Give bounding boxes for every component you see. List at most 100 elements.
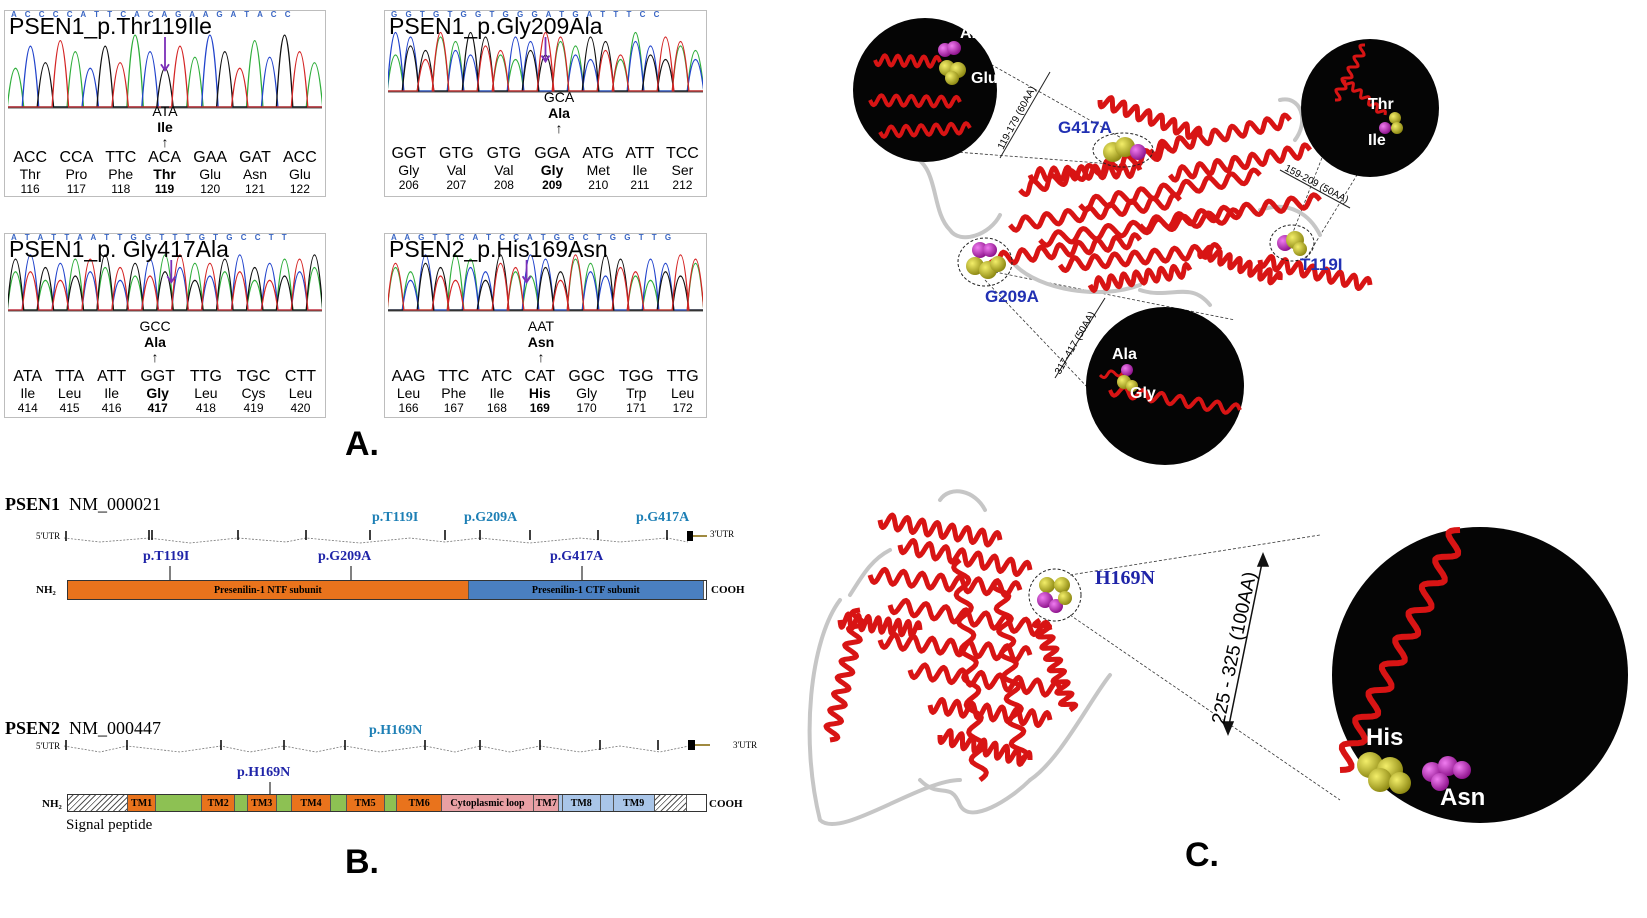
helix-ribbon xyxy=(1148,112,1292,158)
panel-a-label: A. xyxy=(345,425,379,463)
reference-sequence: A C C C C A T T C A C A G A A G A T A C … xyxy=(11,10,294,19)
trace-line xyxy=(8,40,322,108)
domain-segment: TM8 xyxy=(562,795,601,811)
codon-cell: Met xyxy=(586,162,610,178)
codon-cell: 207 xyxy=(446,178,467,192)
psen1-c-terminus: COOH xyxy=(711,584,745,596)
codon-cell: TTC xyxy=(438,368,470,385)
codon-cell: Leu xyxy=(194,385,218,401)
codon-cell: Glu xyxy=(288,166,311,182)
codon-cell: ATG xyxy=(582,145,615,162)
codon-cell: 209 xyxy=(542,178,563,192)
helix-ribbon xyxy=(1097,95,1203,140)
helix-ribbon xyxy=(1087,262,1193,293)
domain-segment: Presenilin-1 CTF subunit xyxy=(468,581,704,599)
coil-backbone xyxy=(908,97,1322,307)
codon-cell: Gly xyxy=(576,385,598,401)
codon-cell: 417 xyxy=(147,401,168,415)
trace-line xyxy=(8,254,322,311)
zoom-balls-t119i xyxy=(1379,112,1403,134)
codon-cell: ACC xyxy=(282,149,317,166)
helix-ribbon xyxy=(907,662,1063,698)
codon-cell: ACA xyxy=(148,149,182,166)
zoom-helix xyxy=(1338,527,1462,773)
domain-segment xyxy=(654,795,687,811)
helix-ribbon xyxy=(1257,254,1373,291)
codon-cell: Gly xyxy=(398,162,420,178)
codon-cell: 120 xyxy=(200,182,221,196)
zoom-label-ala: Ala xyxy=(960,25,985,42)
codon-cell: Leu xyxy=(288,385,313,401)
codon-cell: 168 xyxy=(486,401,507,415)
domain-segment: TM2 xyxy=(202,795,236,811)
helix-ribbon xyxy=(897,538,1033,577)
up-arrow-icon: ↑ xyxy=(555,120,563,136)
range-label-119-179: 119-179 (60AA) xyxy=(996,85,1039,152)
codon-cell: TTC xyxy=(105,149,137,166)
zoom-label-thr: Thr xyxy=(1368,96,1394,113)
codon-cell: GAA xyxy=(193,149,228,166)
codon-cell: AAG xyxy=(391,368,426,385)
helix-ribbon xyxy=(951,558,989,782)
codon-cell: 172 xyxy=(672,401,693,415)
codon-cell: GAT xyxy=(239,149,271,166)
codon-cell: TTG xyxy=(189,368,222,385)
helix-ribbon xyxy=(873,53,942,69)
codon-cell: 118 xyxy=(111,182,131,196)
helix-ribbon xyxy=(1343,79,1387,116)
domain-segment: TM6 xyxy=(397,795,442,811)
helix-ribbon xyxy=(1138,192,1322,233)
chromatogram-trace xyxy=(8,34,322,109)
psen1-mutation-ticks xyxy=(169,566,583,580)
range-arrow-317-417 xyxy=(1054,297,1106,379)
site-label-t119i: T119I xyxy=(1300,255,1343,274)
helix-ribbon xyxy=(1167,142,1313,183)
mutant-amino-acid: Ile xyxy=(157,119,173,135)
panel-b-label: B. xyxy=(345,843,379,881)
up-arrow-icon: ↑ xyxy=(161,134,169,150)
zoom-label-ala-2: Ala xyxy=(1112,346,1137,363)
codon-cell: GGC xyxy=(568,368,605,385)
helix-ribbon xyxy=(1334,43,1366,102)
chromatogram-trace xyxy=(8,254,322,312)
codon-cell: Phe xyxy=(441,385,467,401)
codon-cell: Ile xyxy=(104,385,119,401)
codon-cell: TGC xyxy=(236,368,271,385)
helix-ribbon xyxy=(877,512,1003,548)
helix-ribbon xyxy=(1057,242,1223,273)
domain-segment: TM4 xyxy=(292,795,331,811)
codon-cell: ATT xyxy=(97,368,127,385)
site-g417a xyxy=(1092,132,1154,168)
psen1-exon-structure xyxy=(63,530,707,544)
helix-ribbon xyxy=(868,93,962,109)
psen1-exon-mutation-g417a: p.G417A xyxy=(636,510,690,525)
helix-ribbon xyxy=(823,607,867,743)
up-arrow-icon: ↑ xyxy=(537,349,545,365)
psen2-n-terminus: NH₂ xyxy=(42,798,62,810)
domain-segment: TM1 xyxy=(127,795,157,811)
mutation-arrow-icon xyxy=(540,37,551,64)
codon-cell: Thr xyxy=(19,166,41,182)
codon-cell: GGT xyxy=(140,368,176,385)
domain-segment: Presenilin-1 NTF subunit xyxy=(68,581,469,599)
codon-cell: 121 xyxy=(245,182,266,196)
codon-cell: CAT xyxy=(524,368,556,385)
trace-line xyxy=(388,32,703,92)
chromatogram-title: PSEN1_p.Gly209Ala xyxy=(389,13,603,39)
codon-cell: ATC xyxy=(481,368,513,385)
codon-cell: Pro xyxy=(65,166,88,182)
domain-segment xyxy=(600,795,614,811)
codon-cell: Ile xyxy=(489,385,505,401)
psen2-protein-mutation-h169n: p.H169N xyxy=(237,765,291,780)
helix-ribbon xyxy=(1027,161,1143,184)
mutation-call: GCC Ala ↑ xyxy=(120,318,190,364)
codon-cell: Leu xyxy=(670,385,695,401)
mutant-amino-acid: Ala xyxy=(548,105,570,121)
reference-sequence: A A G T T C A T C C A T G G C T G G T T … xyxy=(391,233,675,242)
codon-cell: Asn xyxy=(242,166,268,182)
mutation-arrow-icon xyxy=(160,37,170,72)
codon-cell: TGG xyxy=(618,368,654,385)
mutation-call: ATA Ile ↑ xyxy=(130,103,200,149)
mutant-amino-acid: Ala xyxy=(144,334,166,350)
